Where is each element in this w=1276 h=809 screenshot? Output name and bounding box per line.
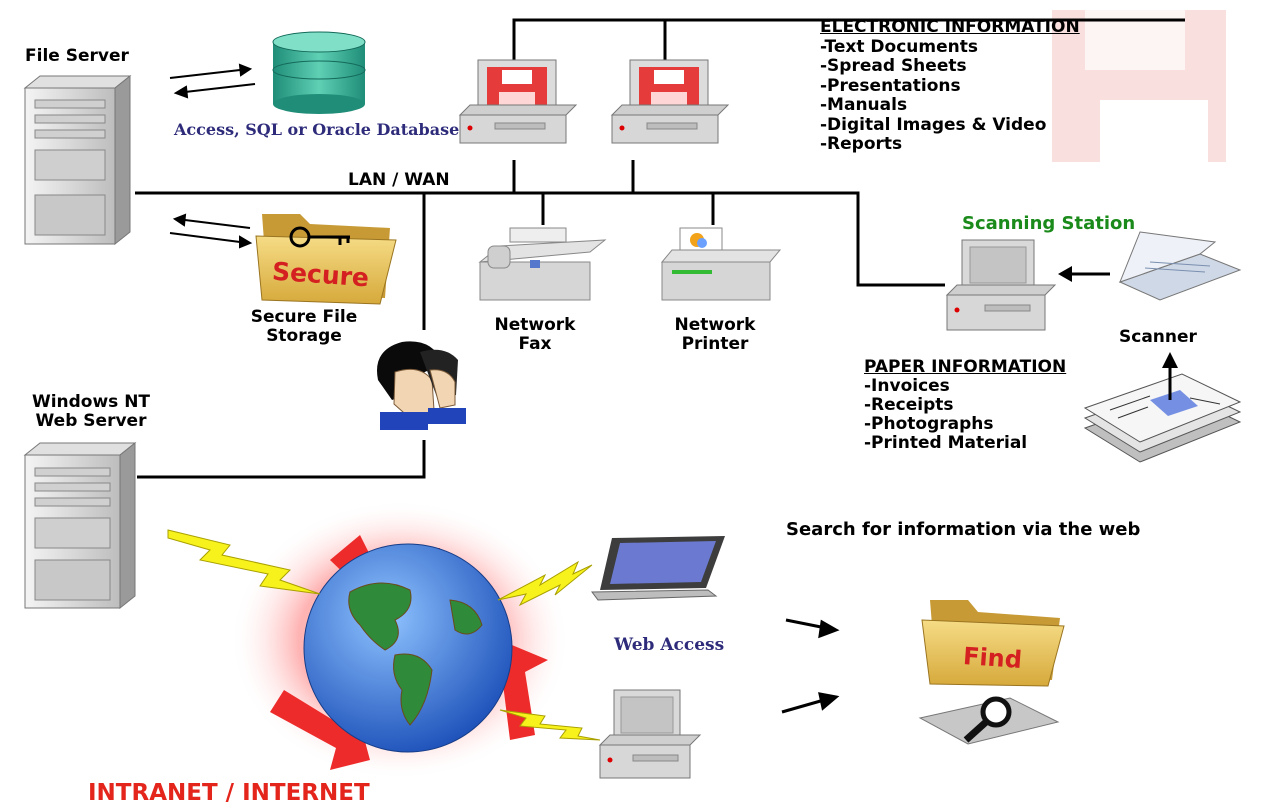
intranet-internet-label: INTRANET / INTERNET [88, 780, 370, 806]
paper-arrow [1162, 352, 1178, 400]
search-web-label: Search for information via the web [786, 519, 1141, 540]
find-folder-icon: Find [921, 600, 1065, 687]
workstation-1-icon [458, 59, 578, 144]
network-fax-line2: Fax [518, 334, 552, 354]
web-server-label: Windows NT Web Server [6, 393, 176, 431]
electronic-info-block: ELECTRONIC INFORMATION -Text Documents -… [820, 17, 1080, 155]
globe-icon [303, 543, 513, 753]
network-printer-label: Network Printer [650, 316, 780, 354]
scan-arrow [1058, 266, 1110, 282]
file-server-icon [23, 74, 132, 246]
file-server-label: File Server [25, 46, 129, 66]
paper-stack-icon [1083, 373, 1242, 463]
scanner-icon [1118, 231, 1242, 301]
lightning-bolt-mid-icon [497, 560, 593, 607]
electronic-info-item: -Manuals [820, 95, 908, 115]
lightning-bolt-low-icon [499, 709, 601, 741]
database-icon [272, 31, 366, 114]
search-arrows [781, 618, 840, 714]
workstation-2-icon [610, 59, 730, 144]
paper-info-header: PAPER INFORMATION [864, 357, 1067, 377]
paper-info-item: -Printed Material [864, 433, 1028, 453]
secure-folder-icon: Secure [255, 214, 397, 305]
scanning-station-label: Scanning Station [962, 213, 1136, 234]
network-fax-line1: Network [494, 315, 576, 335]
electronic-info-item: -Text Documents [820, 36, 978, 57]
electronic-info-item: -Presentations [820, 75, 961, 96]
scanner-label: Scanner [1119, 327, 1197, 347]
fax-icon [478, 227, 607, 301]
electronic-info-header: ELECTRONIC INFORMATION [820, 17, 1080, 37]
find-folder-text: Find [962, 642, 1023, 674]
magnifier-icon [918, 696, 1060, 745]
paper-info-item: -Invoices [864, 376, 950, 396]
network-lines [135, 18, 1185, 479]
web-server-icon [23, 441, 137, 610]
secure-storage-label: Secure File Storage [236, 308, 372, 346]
scanning-station-computer-icon [945, 239, 1057, 331]
user-person-icon [377, 341, 466, 430]
network-printer-line2: Printer [681, 334, 749, 354]
secure-storage-line2: Storage [266, 326, 342, 346]
secure-storage-line1: Secure File [250, 307, 358, 327]
secure-folder-text: Secure [271, 257, 370, 293]
network-fax-label: Network Fax [470, 316, 600, 354]
electronic-info-item: -Digital Images & Video [820, 114, 1047, 135]
network-printer-line1: Network [674, 315, 756, 335]
web-server-line2: Web Server [35, 411, 147, 431]
desktop-computer-icon [598, 689, 702, 779]
lan-wan-label: LAN / WAN [348, 170, 450, 190]
paper-info-item: -Photographs [864, 414, 994, 434]
laptop-icon [591, 536, 725, 601]
printer-icon [660, 227, 782, 301]
electronic-info-item: -Spread Sheets [820, 56, 967, 76]
paper-info-item: -Receipts [864, 395, 954, 415]
exchange-arrows-top [169, 63, 256, 99]
database-label: Access, SQL or Oracle Database [174, 120, 460, 139]
exchange-arrows-bottom [169, 213, 253, 249]
web-server-line1: Windows NT [31, 392, 151, 412]
web-access-label: Web Access [614, 635, 725, 655]
lightning-bolt-left-icon [167, 529, 321, 595]
paper-info-block: PAPER INFORMATION -Invoices -Receipts -P… [864, 358, 1066, 453]
electronic-info-item: -Reports [820, 134, 903, 154]
